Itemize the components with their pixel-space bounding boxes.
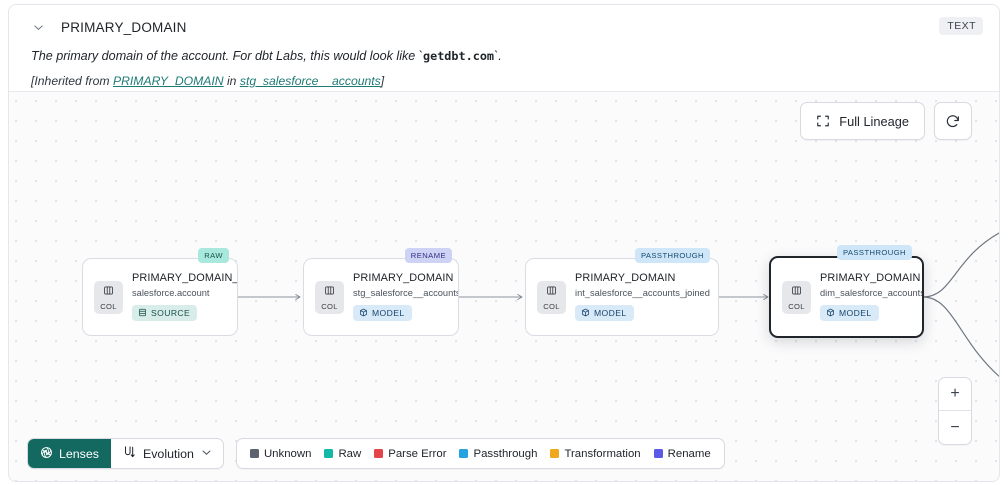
evolution-dropdown[interactable]: Evolution xyxy=(111,439,223,468)
description-prefix: The primary domain of the account. For d… xyxy=(31,49,423,63)
node-column-name: PRIMARY_DOMAIN xyxy=(820,272,921,285)
lineage-node-1[interactable]: RAW COL PRIMARY_DOMAIN__C salesforce.acc… xyxy=(82,248,238,336)
column-description: The primary domain of the account. For d… xyxy=(31,48,983,65)
inherited-model-link[interactable]: stg_salesforce__accounts xyxy=(239,74,381,88)
col-chip-label: COL xyxy=(543,302,560,311)
legend-label: Unknown xyxy=(263,447,312,460)
legend-label: Rename xyxy=(667,447,711,460)
node-tag: RENAME xyxy=(404,248,452,263)
refresh-icon xyxy=(945,113,961,129)
canvas-bottom-bar: Lenses Evolution xyxy=(27,438,725,469)
column-lineage-card: PRIMARY_DOMAIN TEXT The primary domain o… xyxy=(8,4,1000,482)
node-table-name: salesforce.account xyxy=(132,288,210,299)
node-kind-badge: MODEL xyxy=(575,305,634,322)
description-suffix: `. xyxy=(494,49,502,63)
node-column-name: PRIMARY_DOMAIN__C xyxy=(132,272,237,285)
node-tag: RAW xyxy=(198,248,229,263)
expand-icon xyxy=(816,114,830,128)
node-column-name: PRIMARY_DOMAIN xyxy=(575,272,676,285)
lineage-canvas[interactable]: Full Lineage RAW xyxy=(9,91,999,481)
model-icon xyxy=(581,308,590,319)
model-icon xyxy=(359,308,368,319)
col-chip-label: COL xyxy=(788,302,805,311)
node-kind-label: MODEL xyxy=(839,308,872,319)
legend-swatch xyxy=(459,449,469,458)
legend-item-unknown: Unknown xyxy=(249,447,312,460)
inherited-suffix: ] xyxy=(380,74,385,88)
col-chip: COL xyxy=(315,280,344,314)
legend-item-raw: Raw xyxy=(324,448,361,460)
aperture-icon xyxy=(40,446,53,462)
inherited-from-note: [Inherited from PRIMARY_DOMAIN in stg_sa… xyxy=(31,73,983,89)
node-kind-badge: MODEL xyxy=(820,305,879,322)
col-chip: COL xyxy=(782,280,811,314)
node-tag: PASSTHROUGH xyxy=(836,245,912,260)
col-chip: COL xyxy=(537,280,566,314)
legend-swatch xyxy=(653,449,663,458)
zoom-controls: + − xyxy=(938,377,972,445)
legend-label: Parse Error xyxy=(388,447,447,460)
inherited-prefix: [Inherited from xyxy=(31,74,113,88)
full-lineage-label: Full Lineage xyxy=(839,113,909,129)
legend-item-passthrough: Passthrough xyxy=(459,448,537,460)
column-header: PRIMARY_DOMAIN TEXT The primary domain o… xyxy=(9,5,999,91)
lenses-label: Lenses xyxy=(59,446,99,461)
node-kind-label: SOURCE xyxy=(151,308,191,319)
canvas-top-controls: Full Lineage xyxy=(800,102,972,140)
columns-icon xyxy=(546,283,557,301)
lineage-node-2[interactable]: RENAME COL PRIMARY_DOMAIN stg_salesforce… xyxy=(303,248,459,336)
legend-item-rename: Rename xyxy=(653,447,711,460)
node-kind-badge: MODEL xyxy=(353,305,412,322)
columns-icon xyxy=(324,283,335,301)
col-chip-label: COL xyxy=(100,302,117,311)
node-kind-label: MODEL xyxy=(594,308,627,319)
legend-swatch xyxy=(550,449,560,458)
col-chip-label: COL xyxy=(321,302,338,311)
inherited-middle: in xyxy=(223,74,240,88)
node-kind-badge: SOURCE xyxy=(132,305,198,322)
zoom-out-button[interactable]: − xyxy=(950,418,960,436)
node-column-name: PRIMARY_DOMAIN xyxy=(353,272,454,285)
legend-swatch xyxy=(324,449,334,458)
full-lineage-button[interactable]: Full Lineage xyxy=(800,102,925,140)
refresh-button[interactable] xyxy=(934,102,972,140)
legend-item-parse-error: Parse Error xyxy=(374,448,446,460)
legend-label: Passthrough xyxy=(473,447,538,460)
node-table-name: dim_salesforce_accounts xyxy=(820,288,922,299)
model-icon xyxy=(826,308,835,319)
legend-label: Transformation xyxy=(564,447,641,460)
col-chip: COL xyxy=(94,280,123,314)
inherited-column-link[interactable]: PRIMARY_DOMAIN xyxy=(112,74,224,88)
lenses-segmented-control: Lenses Evolution xyxy=(27,438,224,469)
source-icon xyxy=(138,308,147,319)
lineage-node-4-selected[interactable]: PASSTHROUGH COL PRIMARY_DOMAIN dim_sales… xyxy=(769,245,924,338)
columns-icon xyxy=(103,283,114,301)
node-table-name: int_salesforce__accounts_joined xyxy=(575,288,710,299)
lenses-button[interactable]: Lenses xyxy=(28,439,111,468)
node-table-name: stg_salesforce__accounts xyxy=(353,288,458,299)
chevron-down-icon xyxy=(201,447,212,461)
page-title: PRIMARY_DOMAIN xyxy=(61,19,187,35)
legend-swatch xyxy=(374,449,384,458)
chevron-down-icon[interactable] xyxy=(29,18,47,36)
node-kind-label: MODEL xyxy=(372,308,405,319)
zoom-in-button[interactable]: + xyxy=(939,378,971,411)
columns-icon xyxy=(791,283,802,301)
node-tag: PASSTHROUGH xyxy=(634,248,710,263)
legend-item-transformation: Transformation xyxy=(550,447,641,460)
lineage-node-3[interactable]: PASSTHROUGH COL PRIMARY_DOMAIN int_sales… xyxy=(525,248,719,336)
evolution-icon xyxy=(122,445,136,462)
legend-swatch xyxy=(249,449,259,458)
description-code: getdbt.com xyxy=(423,49,495,63)
legend-label: Raw xyxy=(338,447,362,460)
type-badge: TEXT xyxy=(939,17,983,35)
lineage-legend: Unknown Raw Parse Error Passthrough Tran… xyxy=(235,438,725,469)
evolution-label: Evolution xyxy=(142,446,194,461)
